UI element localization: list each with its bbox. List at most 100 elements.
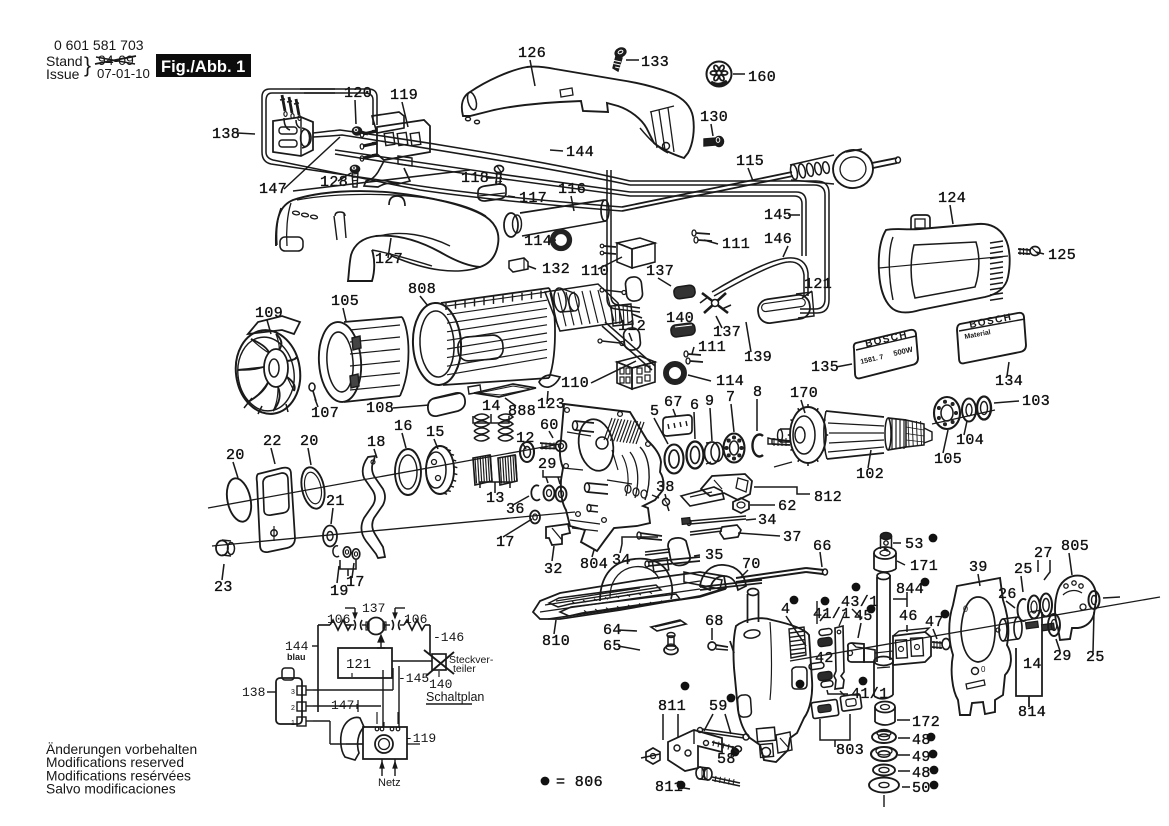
svg-text:49: 49 [912,749,931,766]
svg-text:64: 64 [603,622,622,639]
svg-text:1: 1 [291,720,295,727]
svg-text:46: 46 [899,608,918,625]
svg-text:135: 135 [811,359,839,376]
svg-text:808: 808 [408,281,436,298]
svg-text:Salvo modificaciones: Salvo modificaciones [46,782,176,797]
svg-text:0: 0 [963,604,968,614]
svg-text:53: 53 [905,536,924,553]
svg-text:Stand: Stand [46,53,83,69]
svg-text:132: 132 [542,261,570,278]
svg-text:45: 45 [854,608,873,625]
svg-text:29: 29 [538,456,557,473]
svg-text:62: 62 [778,498,797,515]
svg-text:17: 17 [346,574,365,591]
svg-text:811: 811 [658,698,686,715]
svg-text:102: 102 [856,466,884,483]
svg-text:144: 144 [285,639,309,654]
svg-text:844: 844 [896,581,924,598]
svg-text:= 806: = 806 [556,774,603,791]
svg-text:Änderungen vorbehalten: Änderungen vorbehalten [46,741,197,757]
svg-text:50: 50 [912,780,931,797]
svg-text:811: 811 [655,779,683,796]
svg-text:125: 125 [1048,247,1076,264]
svg-text:14: 14 [1023,656,1042,673]
svg-text:25: 25 [1086,649,1105,666]
svg-text:137: 137 [646,263,674,280]
svg-text:Modifications resérvées: Modifications resérvées [46,768,191,783]
svg-text:6: 6 [690,397,699,414]
svg-text:-145: -145 [398,671,429,686]
svg-text:4: 4 [781,601,790,618]
svg-text:18: 18 [367,434,386,451]
svg-text:114: 114 [716,373,744,390]
svg-text:27: 27 [1034,545,1053,562]
svg-text:48: 48 [912,765,931,782]
svg-text:810: 810 [542,633,570,650]
svg-text:124: 124 [938,190,966,207]
svg-text:9: 9 [705,393,714,410]
svg-text:803: 803 [836,742,864,759]
svg-text:23: 23 [214,579,233,596]
svg-text:68: 68 [705,613,724,630]
svg-text:105: 105 [934,451,962,468]
svg-text:65: 65 [603,638,622,655]
svg-text:17: 17 [496,534,515,551]
svg-text:Material: Material [964,329,991,341]
svg-text:133: 133 [641,54,669,71]
svg-text:106: 106 [327,612,350,627]
svg-text:2: 2 [291,705,295,712]
svg-text:0: 0 [981,665,986,674]
svg-text:500W: 500W [892,345,914,358]
svg-text:}: } [84,54,91,77]
svg-text:70: 70 [742,556,761,573]
svg-text:114: 114 [524,233,552,250]
svg-text:147: 147 [259,181,287,198]
svg-text:Issue: Issue [46,66,80,82]
svg-text:teiler: teiler [453,663,476,675]
svg-text:Netz: Netz [378,777,401,789]
svg-text:-119: -119 [405,731,436,746]
svg-text:138: 138 [212,126,240,143]
svg-text:103: 103 [1022,393,1050,410]
svg-text:47: 47 [925,614,944,631]
svg-text:107: 107 [311,405,339,422]
svg-text:8: 8 [753,384,762,401]
svg-text:59: 59 [709,698,728,715]
svg-text:140: 140 [429,677,452,692]
svg-text:126: 126 [518,45,546,62]
svg-text:105: 105 [331,293,359,310]
svg-text:-146: -146 [433,630,464,645]
svg-text:108: 108 [366,400,394,417]
svg-text:804: 804 [580,556,608,573]
svg-text:29: 29 [1053,648,1072,665]
svg-text:170: 170 [790,385,818,402]
svg-text:5: 5 [650,403,659,420]
svg-text:812: 812 [814,489,842,506]
svg-text:Steckver-: Steckver- [449,654,494,666]
svg-text:blau: blau [287,652,306,662]
svg-text:119: 119 [390,87,418,104]
svg-text:7: 7 [726,389,735,406]
svg-text:66: 66 [813,538,832,555]
svg-text:16: 16 [394,418,413,435]
svg-text:35: 35 [705,547,724,564]
svg-text:19: 19 [330,583,349,600]
svg-text:67: 67 [664,394,683,411]
svg-text:104: 104 [956,432,984,449]
svg-text:146: 146 [764,231,792,248]
svg-text:36: 36 [506,501,525,518]
svg-text:115: 115 [736,153,764,170]
svg-text:39: 39 [969,559,988,576]
svg-text:145: 145 [764,207,792,224]
svg-text:123: 123 [537,396,565,413]
svg-text:160: 160 [748,69,776,86]
svg-text:22: 22 [263,433,282,450]
svg-text:134: 134 [995,373,1023,390]
svg-text:37: 37 [783,529,802,546]
svg-text:14: 14 [482,398,501,415]
svg-text:144: 144 [566,144,594,161]
svg-text:38: 38 [656,479,675,496]
svg-text:111: 111 [698,339,726,356]
svg-text:138: 138 [242,685,265,700]
svg-text:Modifications reserved: Modifications reserved [46,755,184,770]
